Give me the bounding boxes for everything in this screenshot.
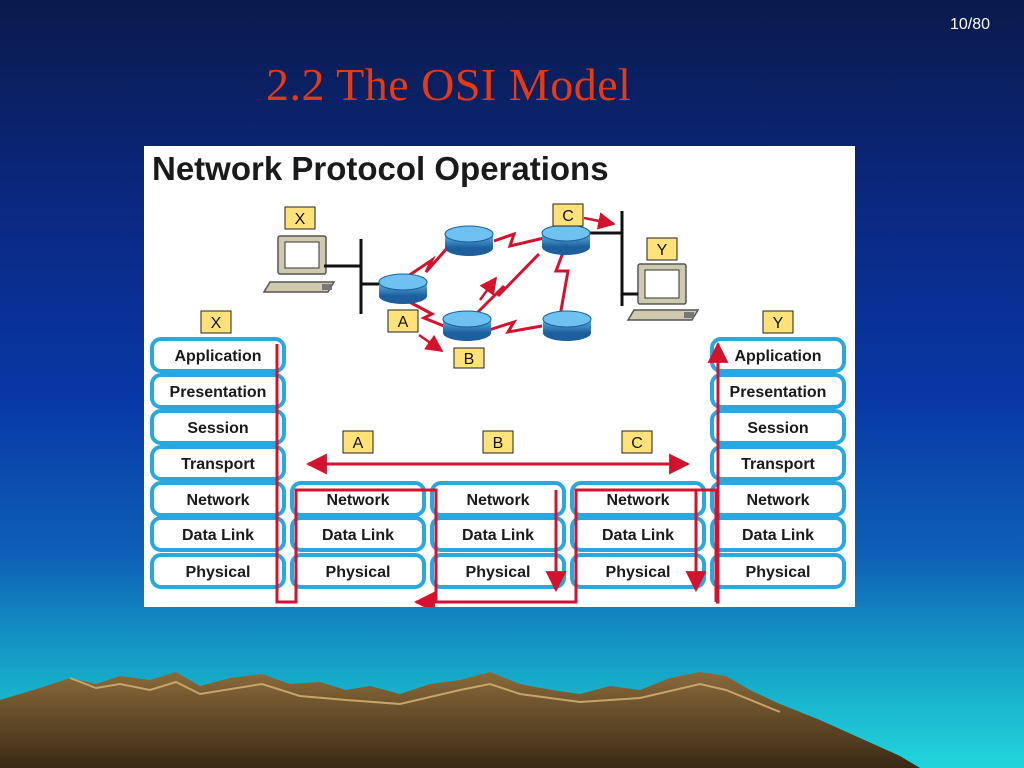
host-x-layer-box bbox=[150, 481, 286, 517]
router-a-layer-label: Physical bbox=[326, 564, 391, 581]
router-b-layer-box bbox=[430, 481, 566, 517]
host-y-layer-label: Physical bbox=[746, 564, 811, 581]
osi-stacks: ApplicationPresentationSessionTransportN… bbox=[150, 337, 846, 589]
network-topology: X Y A B C bbox=[262, 203, 700, 369]
flow-segment-0 bbox=[416, 488, 718, 604]
host-y-layer-label: Transport bbox=[741, 456, 815, 473]
host-x-layer-label: Network bbox=[186, 492, 249, 509]
router-4-icon bbox=[542, 310, 592, 341]
stack-label-b: B bbox=[493, 435, 504, 452]
computer-x-icon bbox=[262, 235, 336, 293]
stack-label-y: Y bbox=[773, 315, 784, 332]
host-y-layer-box bbox=[710, 445, 846, 481]
host-y-layer-label: Data Link bbox=[742, 527, 814, 544]
slide-title: 2.2 The OSI Model bbox=[266, 59, 632, 110]
stack-label-a: A bbox=[353, 435, 364, 452]
computer-y-icon bbox=[626, 263, 700, 321]
topology-label-y: Y bbox=[657, 242, 668, 259]
host-x-layer-box bbox=[150, 337, 286, 373]
host-y-layer-label: Presentation bbox=[730, 384, 827, 401]
stack-label-c: C bbox=[631, 435, 643, 452]
network-protocol-operations-diagram: Network Protocol Operations bbox=[150, 150, 846, 607]
router-b-icon bbox=[442, 310, 492, 341]
topology-label-a: A bbox=[398, 314, 409, 331]
host-y-layer-box bbox=[710, 373, 846, 409]
host-y-layer-label: Network bbox=[746, 492, 809, 509]
data-flow-path bbox=[416, 341, 729, 604]
host-x-layer-label: Application bbox=[174, 348, 261, 365]
topology-label-b: B bbox=[464, 351, 475, 368]
figure-heading: Network Protocol Operations bbox=[152, 150, 609, 187]
host-x-layer-box bbox=[150, 409, 286, 445]
host-x-layer-box bbox=[150, 553, 286, 589]
router-a-icon bbox=[378, 273, 428, 304]
router-a-layer-label: Network bbox=[326, 492, 389, 509]
host-x-layer-label: Transport bbox=[181, 456, 255, 473]
router-b-layer-box bbox=[430, 553, 566, 589]
router-b-layer-label: Data Link bbox=[462, 527, 534, 544]
router-c-layer-box bbox=[570, 553, 706, 589]
host-y-layer-box bbox=[710, 481, 846, 517]
host-y-layer-label: Application bbox=[734, 348, 821, 365]
router-b-layer-label: Physical bbox=[466, 564, 531, 581]
router-c-layer-label: Physical bbox=[606, 564, 671, 581]
stack-label-x: X bbox=[211, 315, 222, 332]
router-c-layer-box bbox=[570, 516, 706, 552]
host-x-layer-label: Data Link bbox=[182, 527, 254, 544]
router-a-layer-box bbox=[290, 553, 426, 589]
router-1-icon bbox=[444, 225, 494, 256]
host-x-layer-label: Presentation bbox=[170, 384, 267, 401]
host-y-layer-box bbox=[710, 516, 846, 552]
router-b-layer-box bbox=[430, 516, 566, 552]
router-a-layer-box bbox=[290, 516, 426, 552]
osi-figure: Network Protocol Operations bbox=[144, 146, 855, 607]
host-x-layer-box bbox=[150, 445, 286, 481]
flow-segment-3 bbox=[707, 341, 729, 604]
router-b-layer-label: Network bbox=[466, 492, 529, 509]
host-x-layer-label: Session bbox=[187, 420, 248, 437]
page-number: 10/80 bbox=[949, 16, 990, 33]
host-y-layer-label: Session bbox=[747, 420, 808, 437]
host-y-layer-box bbox=[710, 409, 846, 445]
host-x-layer-box bbox=[150, 516, 286, 552]
router-c-icon bbox=[541, 224, 591, 255]
router-a-layer-label: Data Link bbox=[322, 527, 394, 544]
host-x-layer-box bbox=[150, 373, 286, 409]
host-y-layer-box bbox=[710, 553, 846, 589]
topology-label-c: C bbox=[562, 208, 574, 225]
router-c-layer-label: Data Link bbox=[602, 527, 674, 544]
host-x-layer-label: Physical bbox=[186, 564, 251, 581]
router-c-layer-label: Network bbox=[606, 492, 669, 509]
topology-label-x: X bbox=[295, 211, 306, 228]
